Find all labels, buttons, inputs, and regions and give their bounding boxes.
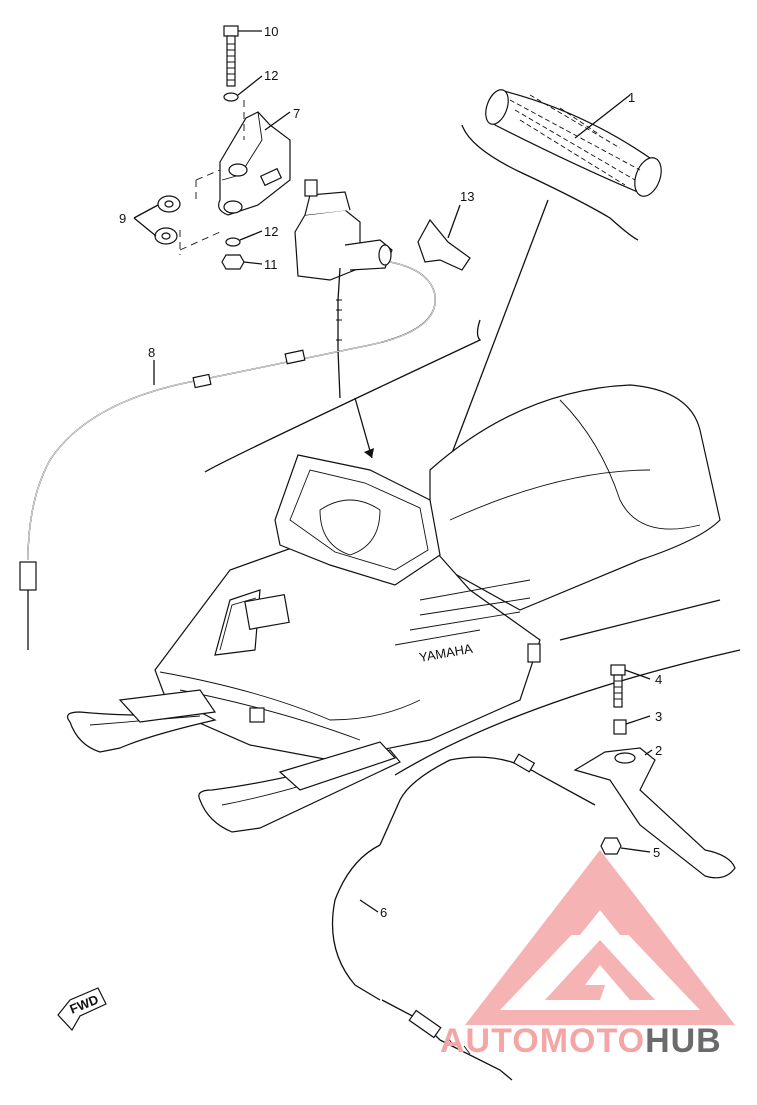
callout-3-lower: 3 <box>655 709 662 724</box>
callout-7: 7 <box>293 106 300 121</box>
callout-labels: 10 12 7 9 12 11 13 1 8 4 3 2 5 6 <box>119 24 662 920</box>
forward-arrow-icon: FWD <box>57 987 107 1032</box>
callout-12-top: 12 <box>264 68 278 83</box>
callout-8: 8 <box>148 345 155 360</box>
watermark-text-part2: HUB <box>645 1022 722 1060</box>
throttle-cable <box>19 261 436 650</box>
brake-cable <box>331 753 596 1081</box>
brake-lever-assembly <box>573 664 736 879</box>
callout-10: 10 <box>264 24 278 39</box>
callout-9: 9 <box>119 211 126 226</box>
watermark-text-part1: AUTOMOTO <box>440 1022 646 1060</box>
watermark-text: AUTOMOTOHUB <box>440 1022 722 1061</box>
callout-4: 4 <box>655 672 662 687</box>
watermark-logo <box>465 850 735 1025</box>
snowmobile-body: YAMAHA <box>67 384 721 833</box>
callout-5: 5 <box>653 845 660 860</box>
handlebar-grip <box>485 89 662 197</box>
callout-12-mid: 12 <box>264 224 278 239</box>
throttle-bracket-assembly <box>133 25 393 399</box>
callout-2: 2 <box>655 743 662 758</box>
callout-11: 11 <box>264 257 278 272</box>
callout-1: 1 <box>628 90 635 105</box>
callout-13: 13 <box>460 189 474 204</box>
cable-clip <box>417 204 471 271</box>
callout-6: 6 <box>380 905 387 920</box>
